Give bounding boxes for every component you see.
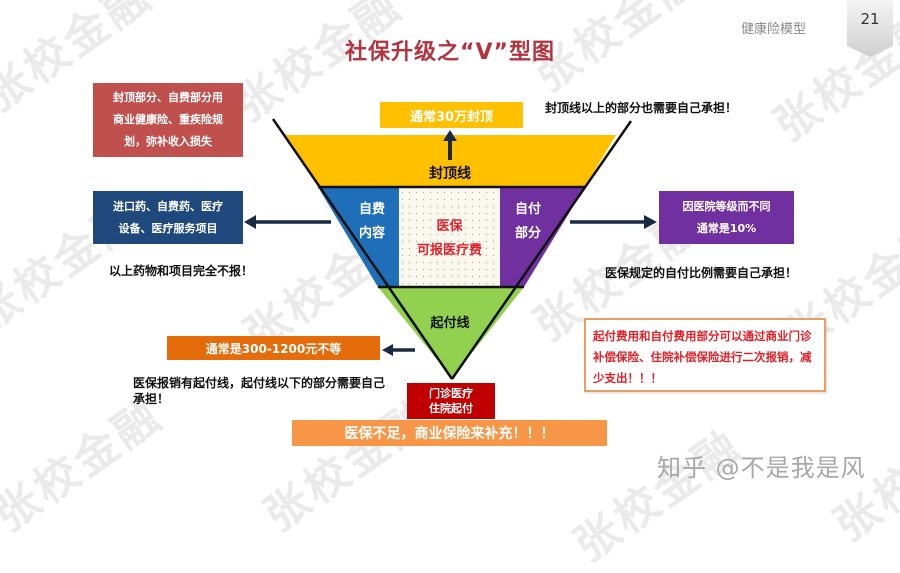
right-arrow-icon	[644, 215, 657, 229]
cap-value-box: 通常30万封顶	[380, 102, 523, 128]
reimbursable-region	[399, 187, 500, 287]
copay-note: 医保规定的自付比例需要自己承担！	[605, 266, 798, 280]
up-arrow-icon	[443, 130, 457, 141]
deductible-line-label: 起付线	[430, 316, 470, 331]
supplement-insurance-box: 起付费用和自付费用部分可以通过商业门诊补偿保险、住院补偿保险进行二次报销，减少支…	[584, 318, 826, 392]
cap-band	[285, 135, 616, 187]
reimbursable-label: 医保 可报医疗费	[416, 219, 482, 258]
copay-ratio-box: 因医院等级而不同 通常是10%	[659, 191, 794, 244]
deductible-box: 门诊医疗 住院起付	[407, 383, 495, 419]
page-number: 21	[860, 10, 880, 28]
section-label: 健康险模型	[741, 22, 807, 37]
left-arrow-icon	[244, 215, 256, 229]
footer-banner: 医保不足，商业保险来补充！！！	[292, 420, 607, 446]
footer-credit: 知乎 @不是我是风	[657, 454, 866, 482]
copay-label: 自付 部分	[514, 202, 541, 241]
self-pay-note: 以上药物和项目完全不报！	[109, 264, 254, 278]
deductible-note: 医保报销有起付线，起付线以下的部分需要自己承担！	[133, 376, 386, 406]
page-title: 社保升级之“V”型图	[345, 40, 555, 65]
copay-region	[500, 187, 585, 287]
left-arrow-icon	[382, 344, 393, 356]
cap-line-label: 封顶线	[429, 166, 471, 182]
deductible-region	[378, 287, 524, 378]
cap-note: 封顶线以上的部分也需要自己承担！	[545, 101, 738, 115]
v-diagram	[244, 118, 657, 380]
deductible-range-box: 通常是300-1200元不等	[167, 336, 380, 360]
cap-value-text: 通常30万封顶	[409, 109, 494, 125]
self-pay-label: 自费 内容	[358, 202, 385, 241]
commercial-insurance-box: 封顶部分、自费部分用 商业健康险、重疾险规 划，弥补收入损失	[93, 83, 243, 157]
page-badge-shape	[847, 0, 893, 57]
self-pay-items-box: 进口药、自费药、医疗 设备、医疗服务项目	[93, 191, 243, 244]
